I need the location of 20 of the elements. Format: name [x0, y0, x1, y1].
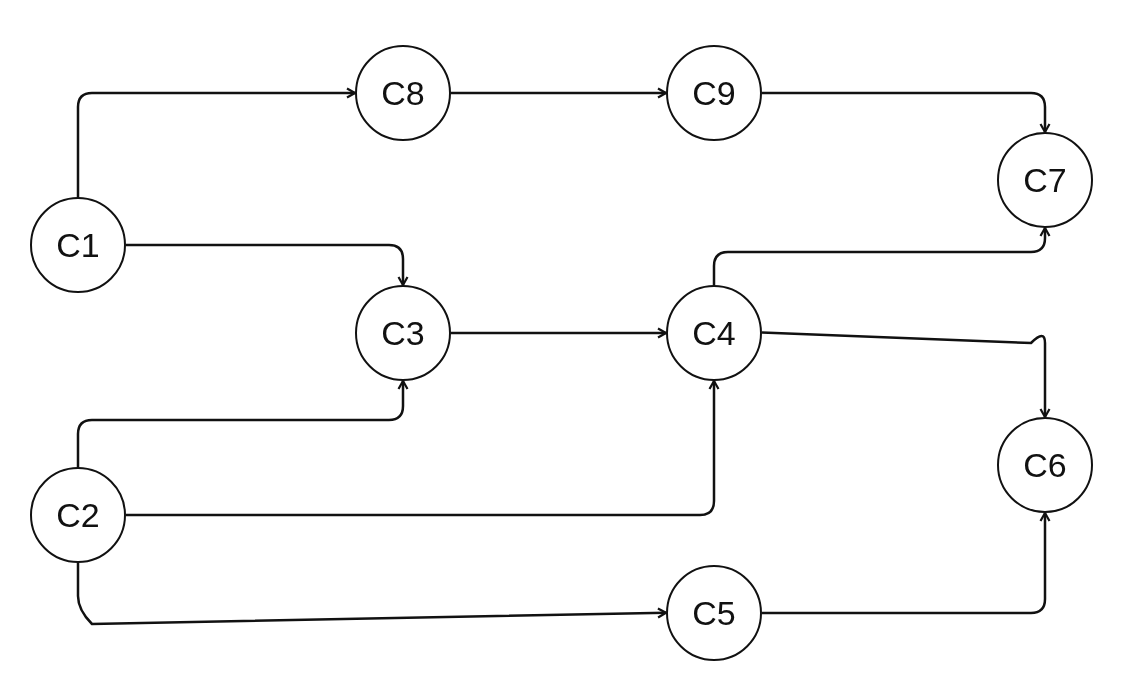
node-label: C4: [692, 313, 736, 353]
node-label: C8: [381, 73, 425, 113]
arrow: [712, 226, 1051, 285]
node-label: C1: [56, 225, 100, 265]
arrow: [761, 331, 1051, 419]
node-label: C2: [56, 495, 100, 535]
node-label: C5: [692, 593, 736, 633]
node-label: C9: [692, 73, 736, 113]
arrow: [762, 91, 1051, 134]
node-label: C3: [381, 313, 425, 353]
arrow: [126, 379, 720, 517]
arrow: [76, 87, 357, 197]
arrow: [451, 87, 668, 99]
arrow: [451, 327, 668, 339]
arrow: [76, 563, 668, 626]
node-label: C6: [1023, 445, 1067, 485]
node-label: C7: [1023, 160, 1067, 200]
arrow: [762, 511, 1051, 615]
arrow: [76, 379, 409, 467]
arrow: [126, 243, 409, 287]
